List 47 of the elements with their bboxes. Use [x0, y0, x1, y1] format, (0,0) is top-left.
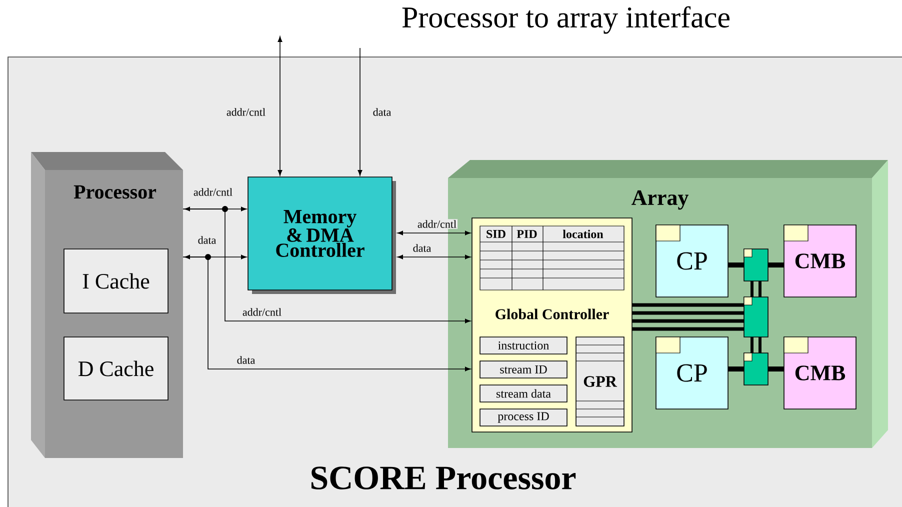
cache-box: I Cache	[64, 248, 168, 314]
bus-line	[632, 311, 744, 315]
arrow	[182, 256, 471, 372]
arrow	[182, 208, 471, 324]
bus-line	[750, 281, 754, 297]
bus-line	[758, 337, 762, 353]
register-box: stream data	[480, 384, 568, 402]
edge-label: data	[236, 355, 256, 365]
edge-label: addr/cntl	[192, 187, 234, 197]
bus-line	[728, 262, 744, 268]
processor-tile: CP	[656, 224, 728, 298]
arrow	[397, 254, 471, 260]
memory-tile: CMB	[784, 224, 856, 298]
edge-label: addr/cntl	[225, 107, 267, 117]
register-box: instruction	[480, 336, 568, 354]
arrow	[278, 36, 282, 176]
register-box: process ID	[480, 408, 568, 426]
processor-tile: CP	[656, 336, 728, 410]
arrow	[184, 254, 247, 260]
register-box: stream ID	[480, 360, 568, 378]
switch-box	[744, 296, 768, 338]
cache-box: D Cache	[64, 336, 168, 400]
column-header: PID	[516, 230, 537, 238]
title: Processor to array interface	[402, 6, 730, 34]
bus-line	[768, 366, 784, 372]
bus-line	[632, 327, 744, 331]
bus-line	[758, 281, 762, 297]
bus-line	[768, 262, 784, 268]
edge-label: addr/cntl	[416, 219, 458, 229]
arrow	[358, 48, 362, 176]
edge-label: data	[372, 107, 392, 117]
edge-label: data	[196, 235, 218, 245]
register-file: GPR	[576, 336, 624, 426]
bus-line	[632, 319, 744, 323]
bus-line	[728, 366, 744, 372]
switch-box	[744, 352, 768, 386]
edge-label: addr/cntl	[241, 307, 283, 317]
bus-line	[632, 303, 744, 307]
switch-box	[744, 248, 768, 282]
edge-label: data	[412, 243, 432, 253]
arrow	[397, 230, 471, 236]
bus-line	[750, 337, 754, 353]
arrow	[184, 206, 247, 212]
controller-box: Memory & DMA Controller	[248, 176, 396, 294]
column-header: location	[562, 230, 604, 238]
column-header: SID	[486, 230, 506, 238]
memory-tile: CMB	[784, 336, 856, 410]
